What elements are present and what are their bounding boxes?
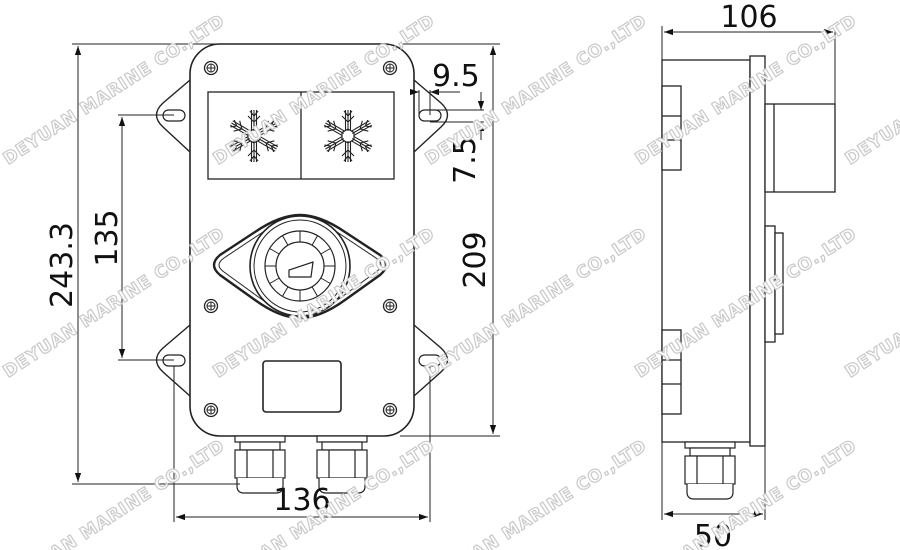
dim-total-height: 243.3 [45, 222, 80, 308]
side-dimensions [661, 26, 836, 520]
front-view [155, 43, 449, 494]
svg-text:DEYUAN MARINE CO.,LTD: DEYUAN MARINE CO.,LTD [0, 436, 229, 550]
dim-depth-body: 50 [694, 519, 732, 550]
front-dimensions [72, 43, 500, 522]
dial-pointer [288, 261, 314, 278]
dim-ear-v: 7.5 [448, 136, 483, 184]
dim-ear-h: 9.5 [432, 59, 480, 94]
cable-gland [684, 441, 736, 500]
side-view [661, 55, 836, 500]
svg-text:DEYUAN MARINE CO.,LTD: DEYUAN MARINE CO.,LTD [842, 224, 900, 382]
dim-mount-spacing: 135 [90, 209, 125, 266]
svg-text:DEYUAN MARINE CO.,LTD: DEYUAN MARINE CO.,LTD [842, 11, 900, 169]
display-window [262, 360, 342, 413]
svg-text:DEYUAN MARINE CO.,LTD: DEYUAN MARINE CO.,LTD [422, 436, 651, 550]
dim-body-height: 209 [458, 231, 493, 288]
dim-depth-total: 106 [720, 0, 777, 35]
dim-total-width: 136 [273, 483, 330, 518]
svg-text:DEYUAN MARINE CO.,LTD: DEYUAN MARINE CO.,LTD [422, 224, 651, 382]
svg-text:DEYUAN MARINE CO.,LTD: DEYUAN MARINE CO.,LTD [632, 436, 861, 550]
